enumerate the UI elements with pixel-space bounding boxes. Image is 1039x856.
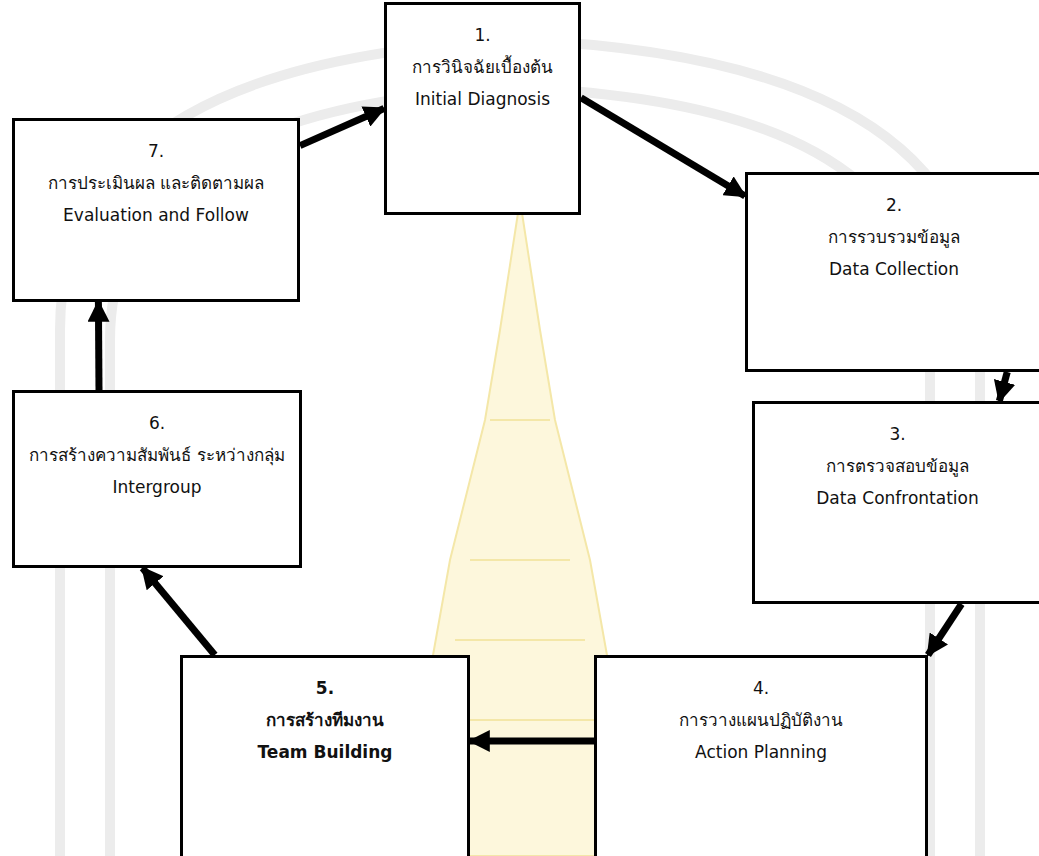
step-label: การตรวจสอบข้อมูล [826,450,969,482]
step-label: Initial Diagnosis [415,83,550,115]
process-box: 6.การสร้างความสัมพันธ์ ระหว่างกลุ่มInter… [12,390,302,568]
step-label: Data Collection [829,253,959,285]
flow-arrow [928,604,962,655]
step-label: Action Planning [695,736,827,768]
flow-arrow [999,372,1007,401]
step-label: การสร้างความสัมพันธ์ ระหว่างกลุ่ม [29,439,284,471]
step-label: Evaluation and Follow [63,199,249,231]
flow-arrow [581,98,745,196]
step-label: การวางแผนปฏิบัติงาน [679,704,843,736]
flow-arrow [470,738,594,745]
process-box: 4.การวางแผนปฏิบัติงานAction Planning [594,655,928,856]
step-number: 1. [474,19,490,51]
flow-arrow [95,302,103,390]
step-label: Team Building [258,736,393,768]
step-number: 6. [149,407,165,439]
step-number: 3. [889,418,905,450]
step-label: การรวบรวมข้อมูล [828,221,960,253]
process-box: 1.การวินิจฉัยเบื้องต้นInitial Diagnosis [384,2,581,215]
process-box: 2.การรวบรวมข้อมูลData Collection [745,172,1039,372]
step-number: 2. [886,189,902,221]
process-box: 5.การสร้างทีมงานTeam Building [180,655,470,856]
step-number: 5. [316,672,334,704]
flow-arrow [143,568,215,655]
step-number: 7. [148,135,164,167]
step-label: การสร้างทีมงาน [266,704,384,736]
step-label: การประเมินผล และติดตามผล [48,167,264,199]
flow-arrow [300,109,384,146]
step-label: การวินิจฉัยเบื้องต้น [412,51,553,83]
step-number: 4. [753,672,769,704]
step-label: Intergroup [113,471,202,503]
process-box: 3.การตรวจสอบข้อมูลData Confrontation [752,401,1039,604]
step-label: Data Confrontation [816,482,978,514]
process-box: 7.การประเมินผล และติดตามผลEvaluation and… [12,118,300,302]
